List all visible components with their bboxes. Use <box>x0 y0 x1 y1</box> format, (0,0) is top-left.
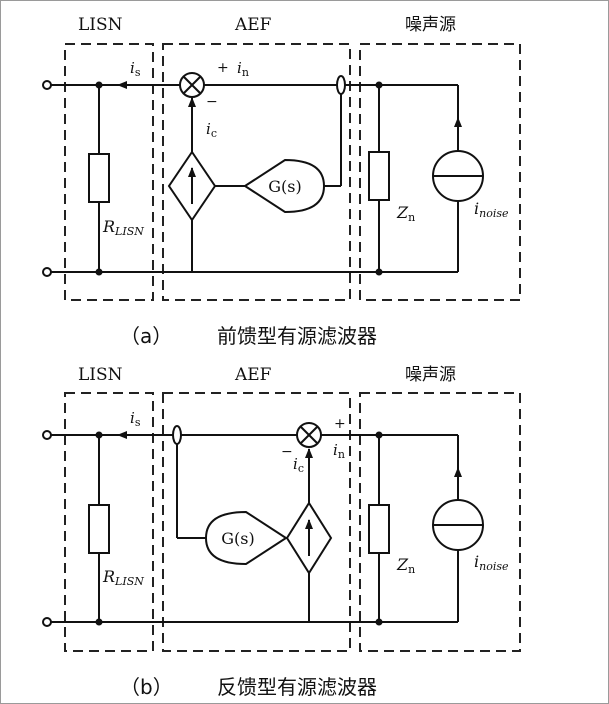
current-sensor <box>336 75 346 95</box>
in-label: in <box>333 441 345 461</box>
minus-sign: − <box>206 94 218 110</box>
caption-prefix: （b） <box>120 675 173 699</box>
gs-label: G(s) <box>221 529 254 548</box>
is-sub: s <box>135 66 141 79</box>
ic-sub: c <box>211 127 217 140</box>
r-main: R <box>102 567 115 586</box>
minus-sign: − <box>281 444 293 460</box>
inoise-main: i <box>474 552 479 571</box>
zn-label: Zn <box>396 203 415 224</box>
noise-source-label: 噪声源 <box>405 365 456 385</box>
lisn-box <box>64 392 154 652</box>
r-lisn-resistor <box>88 504 110 554</box>
ic-main: i <box>206 120 211 138</box>
r-lisn-resistor <box>88 153 110 203</box>
terminal-top <box>42 430 52 440</box>
plus-sign: + <box>334 416 346 432</box>
in-sub: n <box>242 66 249 79</box>
inoise-main: i <box>474 199 479 218</box>
gs-label: G(s) <box>268 177 301 196</box>
aef-box <box>162 43 351 301</box>
summing-cross <box>300 426 318 444</box>
is-label: is <box>130 59 141 79</box>
zn-label: Zn <box>396 555 415 576</box>
summing-cross <box>183 76 201 94</box>
noise-source-label: 噪声源 <box>405 15 456 35</box>
terminal-top <box>42 80 52 90</box>
is-sub: s <box>135 416 141 429</box>
aef-label: AEF <box>234 15 272 35</box>
z-main: Z <box>396 203 409 222</box>
caption-prefix: （a） <box>120 324 172 348</box>
inoise-label: inoise <box>474 199 509 220</box>
in-label: in <box>237 59 249 79</box>
lisn-label: LISN <box>78 15 123 35</box>
ic-main: i <box>293 455 298 473</box>
z-main: Z <box>396 555 409 574</box>
aef-label: AEF <box>234 365 272 385</box>
noise-source-box <box>359 43 521 301</box>
lisn-box <box>64 43 154 301</box>
in-main: i <box>333 441 338 459</box>
diagram-b: LISN AEF 噪声源 RLISN is G(s) <box>42 365 521 699</box>
inoise-sub: noise <box>479 560 509 573</box>
inoise-label: inoise <box>474 552 509 573</box>
z-sub: n <box>408 211 415 224</box>
ic-label: ic <box>293 455 304 475</box>
lisn-label: LISN <box>78 365 123 385</box>
terminal-bottom <box>42 267 52 277</box>
caption-text: 前馈型有源滤波器 <box>217 324 377 348</box>
aef-box <box>162 392 351 652</box>
ic-label: ic <box>206 120 217 140</box>
terminal-bottom <box>42 617 52 627</box>
caption-text: 反馈型有源滤波器 <box>217 675 377 699</box>
r-sub: LISN <box>114 225 144 238</box>
inoise-sub: noise <box>479 207 509 220</box>
r-lisn-label: RLISN <box>102 217 144 238</box>
r-lisn-label: RLISN <box>102 567 144 588</box>
r-sub: LISN <box>114 575 144 588</box>
plus-sign: + <box>217 60 229 76</box>
z-sub: n <box>408 563 415 576</box>
noise-source-box <box>359 392 521 652</box>
zn-impedance <box>368 151 390 201</box>
diagram-a: LISN AEF 噪声源 RLISN is + − in ic <box>42 15 521 348</box>
zn-impedance <box>368 504 390 554</box>
is-label: is <box>130 409 141 429</box>
current-sensor <box>172 425 182 445</box>
ic-sub: c <box>298 462 304 475</box>
r-main: R <box>102 217 115 236</box>
is-main: i <box>130 409 135 427</box>
in-main: i <box>237 59 242 77</box>
is-main: i <box>130 59 135 77</box>
in-sub: n <box>338 448 345 461</box>
